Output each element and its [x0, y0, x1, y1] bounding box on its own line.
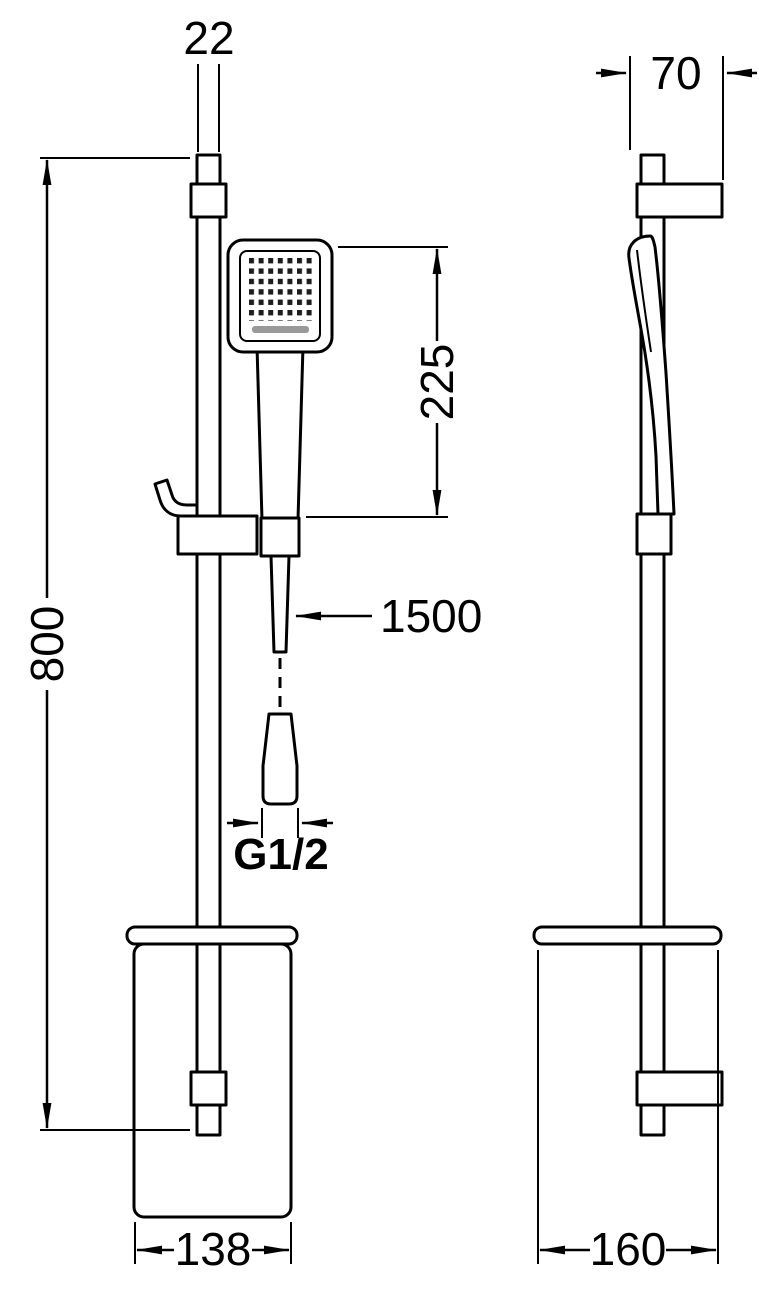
- side-view: [532, 153, 724, 1137]
- dim-rail-width: 22: [183, 12, 235, 152]
- dim-shelf-depth-side-label: 160: [590, 1223, 667, 1275]
- dim-hose-length-label: 1500: [380, 590, 482, 642]
- slider-lock-lever: [153, 478, 199, 518]
- soap-dish-bar-front: [125, 925, 299, 946]
- dim-total-height-label: 800: [21, 606, 73, 683]
- hose-nut: [259, 516, 301, 558]
- front-view: [125, 153, 334, 1219]
- dim-bracket-depth: 70: [596, 47, 757, 180]
- dim-thread-label: G1/2: [233, 830, 328, 879]
- upper-wall-bracket-front: [189, 182, 228, 219]
- lower-wall-bracket-front: [189, 1070, 228, 1107]
- slider-holder-front: [176, 514, 259, 556]
- shower-rail-front: [195, 153, 222, 1137]
- dim-hose-length: 1500: [295, 590, 482, 642]
- slider-holder-side: [635, 512, 673, 556]
- hand-shower-side-profile: [627, 234, 676, 516]
- dim-rail-width-label: 22: [183, 12, 234, 64]
- dim-shelf-width-front: 138: [134, 1222, 292, 1275]
- dim-handset-length: 225: [306, 246, 463, 518]
- nozzle-grid: [249, 258, 316, 321]
- hose-connector: [261, 712, 299, 806]
- dim-shelf-width-front-label: 138: [175, 1223, 252, 1275]
- dim-handset-length-label: 225: [411, 344, 463, 421]
- soap-dish-bar-side: [532, 925, 723, 946]
- hand-shower-handle: [255, 344, 305, 522]
- dim-bracket-depth-label: 70: [650, 47, 701, 99]
- dim-thread: G1/2: [227, 808, 333, 879]
- dim-total-height: 800: [21, 157, 190, 1131]
- dim-shelf-depth-side: 160: [537, 950, 719, 1275]
- dimensions: 22 800 225 1500 G1/2: [21, 12, 757, 1275]
- hand-shower-faceplate: [239, 250, 321, 342]
- faceplate-slot: [252, 326, 309, 333]
- shower-hose-upper: [269, 554, 291, 654]
- lower-wall-bracket-side: [635, 1070, 724, 1107]
- upper-wall-bracket-side: [635, 182, 724, 219]
- hand-shower-side-edge: [636, 249, 652, 353]
